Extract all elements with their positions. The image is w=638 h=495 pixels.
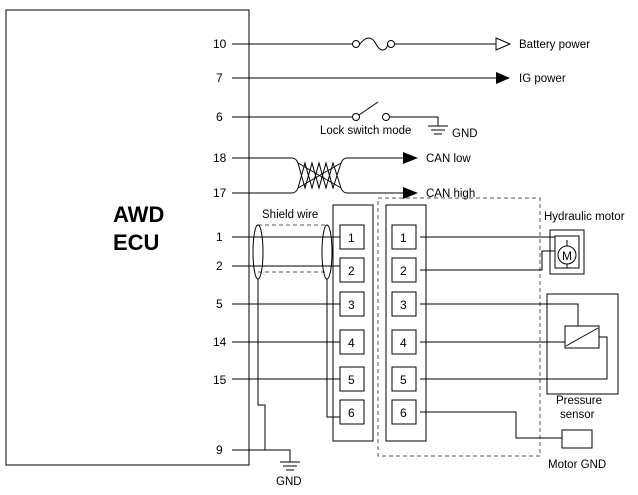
motor-gnd-box (561, 429, 593, 449)
pin-2: 2 (216, 259, 223, 273)
connector-b-pin-6 (391, 399, 417, 425)
connector-a-pin-1 (339, 224, 365, 250)
hydraulic-motor-label: Hydraulic motor (544, 211, 625, 223)
pin-14: 14 (213, 335, 227, 349)
twisted-pair-icon-b (297, 161, 342, 190)
pin-10: 10 (213, 37, 227, 51)
fuse-terminal-left (352, 40, 360, 48)
arrow-icon (496, 72, 510, 84)
bottom-gnd-label: GND (276, 476, 302, 488)
can-high-arrow-icon (403, 187, 418, 199)
ig-power-label: IG power (519, 73, 566, 85)
can-high-label: CAN high (426, 188, 475, 200)
hydraulic-motor-box (549, 229, 585, 275)
wire-can-right (347, 157, 405, 194)
pin-5: 5 (216, 297, 223, 311)
ground-icon-bottom (280, 461, 300, 471)
shield-left-icon (252, 224, 264, 280)
shield-wire-label: Shield wire (262, 209, 318, 221)
ground-icon (428, 125, 448, 135)
connector-a-num-2: 2 (348, 264, 355, 278)
connector-b-num-2: 2 (400, 264, 407, 278)
switch-icon (358, 101, 379, 116)
can-low-label: CAN low (426, 153, 471, 165)
shield-right-icon (321, 224, 333, 280)
connector-a-num-6: 6 (348, 406, 355, 420)
shield-drain-wire (257, 279, 266, 450)
pin-17: 17 (213, 186, 227, 200)
ecu-label-line2: ECU (113, 230, 159, 255)
unit-boundary (377, 197, 541, 457)
pin-9: 9 (216, 443, 223, 457)
ecu-label-line1: AWD (113, 202, 164, 227)
pin-15: 15 (213, 373, 227, 387)
pin-7: 7 (216, 71, 223, 85)
pressure-sensor-label-2: sensor (560, 409, 595, 421)
wire-pin9-gnd (232, 449, 291, 462)
open-arrow-icon (495, 37, 512, 51)
connector-b-pin-4 (391, 329, 417, 355)
wire-can-left (232, 157, 292, 194)
connector-a-pin-4 (339, 329, 365, 355)
pressure-sensor-box (546, 293, 619, 395)
pin-6: 6 (216, 110, 223, 124)
can-low-arrow-icon (403, 152, 418, 164)
connector-b-num-5: 5 (400, 373, 407, 387)
wire-switch-gnd (390, 116, 439, 126)
connector-a-pin-5 (339, 366, 365, 392)
connector-ecu-side (332, 204, 374, 442)
lock-switch-label: Lock switch mode (320, 125, 411, 137)
connector-unit-side (385, 204, 427, 442)
connector-b-pin-1 (391, 224, 417, 250)
motor-gnd-label: Motor GND (548, 459, 606, 471)
fuse-icon (359, 37, 389, 51)
wire-sensor-5 (420, 336, 608, 380)
switch-terminal-right (382, 113, 390, 121)
fuse-terminal-right (387, 40, 395, 48)
shield-outline (258, 224, 327, 273)
connector-a-pin-2 (339, 257, 365, 283)
motor-symbol: M (562, 249, 572, 263)
pin-1: 1 (216, 230, 223, 244)
connector-b-pin-3 (391, 291, 417, 317)
connector-b-num-6: 6 (400, 406, 407, 420)
connector-b-num-3: 3 (400, 298, 407, 312)
shield-drain-to-pin6 (326, 279, 340, 418)
connector-b-pin-2 (391, 257, 417, 283)
twist-exit (340, 157, 348, 194)
connector-a-pin-3 (339, 291, 365, 317)
wire-motor-gnd (420, 411, 562, 439)
connector-a-num-1: 1 (348, 231, 355, 245)
wire-sensor-3 (420, 303, 579, 326)
connector-a-num-4: 4 (348, 336, 355, 350)
wire-motor-minus (420, 250, 555, 271)
twisted-pair-icon (297, 161, 342, 190)
connector-b-pin-5 (391, 366, 417, 392)
connector-a-num-3: 3 (348, 298, 355, 312)
connector-b-num-4: 4 (400, 336, 407, 350)
pressure-sensor-diagonal (565, 327, 599, 347)
lock-switch-gnd-label: GND (452, 128, 478, 140)
pressure-sensor-label-1: Pressure (556, 395, 602, 407)
connector-a-pin-6 (339, 399, 365, 425)
pin-18: 18 (213, 151, 227, 165)
battery-power-label: Battery power (519, 39, 590, 51)
twist-entry (291, 157, 299, 194)
connector-b-num-1: 1 (400, 231, 407, 245)
switch-terminal-left (352, 113, 360, 121)
connector-a-num-5: 5 (348, 373, 355, 387)
